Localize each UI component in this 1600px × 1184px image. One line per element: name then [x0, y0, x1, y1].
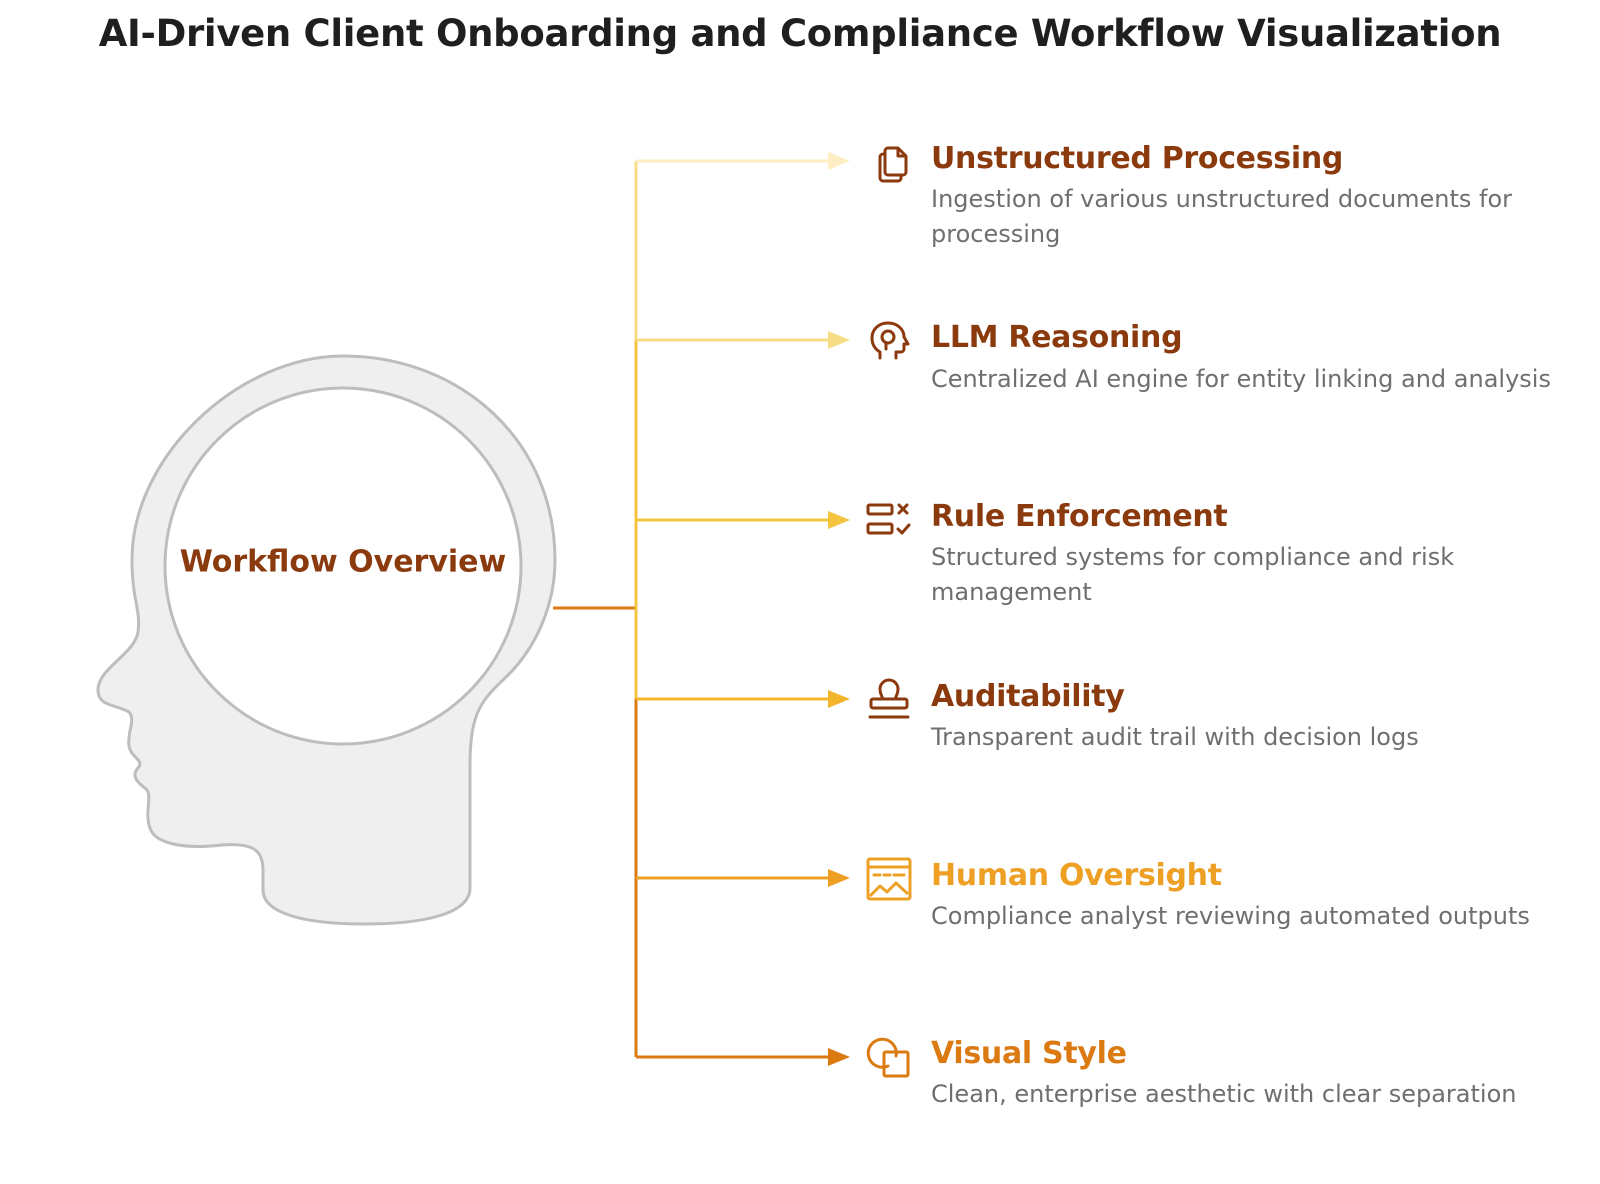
branch-arrowhead: [828, 511, 850, 529]
item-description: Compliance analyst reviewing automated o…: [931, 899, 1551, 934]
item-description: Structured systems for compliance and ri…: [931, 540, 1551, 610]
branch-arrowhead: [828, 869, 850, 887]
item-description: Ingestion of various unstructured docume…: [931, 182, 1551, 252]
item-description: Clean, enterprise aesthetic with clear s…: [931, 1077, 1551, 1112]
item-title: Visual Style: [931, 1036, 1127, 1071]
item-title: Rule Enforcement: [931, 499, 1227, 534]
shapes-icon: [866, 1034, 912, 1080]
brain-head-icon: [866, 318, 912, 364]
item-title: LLM Reasoning: [931, 320, 1182, 355]
branch-arrowhead: [828, 690, 850, 708]
item-title: Unstructured Processing: [931, 141, 1343, 176]
stamp-icon: [866, 677, 912, 723]
item-title: Auditability: [931, 679, 1125, 714]
dashboard-chart-icon: [866, 856, 912, 902]
documents-icon: [870, 138, 916, 184]
item-title: Human Oversight: [931, 858, 1222, 893]
branch-arrowhead: [828, 331, 850, 349]
center-label: Workflow Overview: [180, 545, 506, 580]
item-description: Centralized AI engine for entity linking…: [931, 362, 1551, 397]
branch-arrows: [636, 152, 850, 1066]
branch-arrowhead: [828, 1048, 850, 1066]
item-description: Transparent audit trail with decision lo…: [931, 720, 1551, 755]
branch-arrowhead: [828, 152, 850, 170]
checklist-icon: [866, 497, 912, 543]
